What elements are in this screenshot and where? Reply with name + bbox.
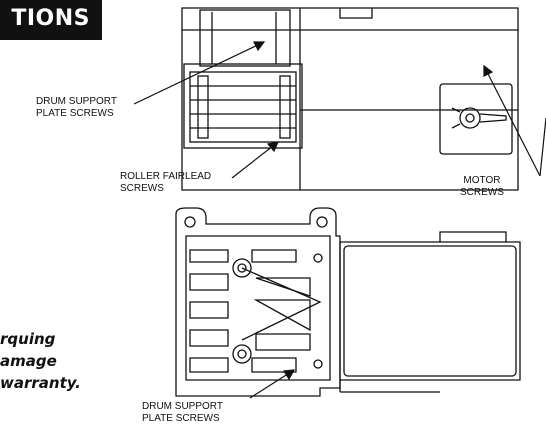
roller-fairlead-inner xyxy=(189,71,297,143)
callout-line: DRUM SUPPORT xyxy=(142,401,223,412)
arrowhead-motor-1 xyxy=(483,64,494,77)
plate-small-hole-bottom xyxy=(313,359,323,369)
callout-roller-fairlead: ROLLER FAIRLEAD SCREWS xyxy=(120,171,211,195)
plate-mount-hole-right xyxy=(316,216,328,228)
leader-roller-fairlead xyxy=(231,141,279,179)
callout-drum-support-top: DRUM SUPPORT PLATE SCREWS xyxy=(36,96,117,120)
top-winch-view xyxy=(181,7,519,191)
callout-line: MOTOR xyxy=(463,175,501,186)
plate-mount-hole-left xyxy=(184,216,196,228)
leader-drum-support-top xyxy=(133,41,265,105)
callout-line: PLATE SCREWS xyxy=(142,413,220,424)
plate-cutout-8 xyxy=(253,299,311,332)
plate-cutout-10 xyxy=(251,357,297,373)
callout-line: ROLLER FAIRLEAD xyxy=(120,171,212,182)
section-header-tab: TIONS xyxy=(0,0,102,40)
plate-inner-frame xyxy=(185,235,331,381)
plate-cutout-4 xyxy=(189,329,229,347)
plate-cutout-2 xyxy=(189,273,229,291)
drum-support-plate xyxy=(199,9,291,67)
callout-motor: MOTOR SCREWS xyxy=(460,175,504,199)
plate-cutout-6 xyxy=(251,249,297,263)
bottom-motor-inner xyxy=(343,245,517,377)
callout-line: PLATE SCREWS xyxy=(36,108,114,119)
drum-support-plate-outline xyxy=(175,207,341,397)
callout-leaders xyxy=(133,41,546,399)
roller-end-left xyxy=(197,75,209,139)
top-housing-tab xyxy=(339,8,373,19)
callout-line: DRUM SUPPORT xyxy=(36,96,117,107)
bottom-motor-housing xyxy=(339,241,521,381)
screw-boss-top xyxy=(232,258,252,278)
arrowhead-drum-support-top xyxy=(253,41,266,52)
section-header-text: TIONS xyxy=(11,6,90,31)
warning-line-1: rquing xyxy=(0,330,56,348)
bottom-motor-tab xyxy=(439,231,507,242)
plate-cutout-5 xyxy=(189,357,229,373)
fastener-knob-icon xyxy=(451,107,507,129)
plate-cutout-7 xyxy=(255,277,311,297)
callout-drum-support-bottom: DRUM SUPPORT PLATE SCREWS xyxy=(142,401,223,425)
callout-line: SCREWS xyxy=(120,183,164,194)
plate-cutout-1 xyxy=(189,249,229,263)
plate-cutout-3 xyxy=(189,301,229,319)
arrowhead-drum-support-bottom xyxy=(282,369,296,381)
top-housing-outline xyxy=(181,7,519,191)
bottom-winch-view xyxy=(175,207,521,397)
leader-motor-1 xyxy=(483,65,541,177)
callout-line: SCREWS xyxy=(460,187,504,198)
warning-line-3: warranty. xyxy=(0,374,81,392)
motor-cover-plate xyxy=(439,83,513,155)
arrowhead-roller-fairlead xyxy=(266,141,280,153)
leader-motor-2 xyxy=(539,117,546,177)
screw-boss-bottom xyxy=(232,344,252,364)
roller-end-right xyxy=(279,75,291,139)
roller-fairlead-frame xyxy=(183,63,303,149)
plate-small-hole-top xyxy=(313,253,323,263)
warning-line-2: amage xyxy=(0,352,57,370)
plate-diagonal-brace xyxy=(241,267,322,341)
plate-cutout-9 xyxy=(255,333,311,351)
